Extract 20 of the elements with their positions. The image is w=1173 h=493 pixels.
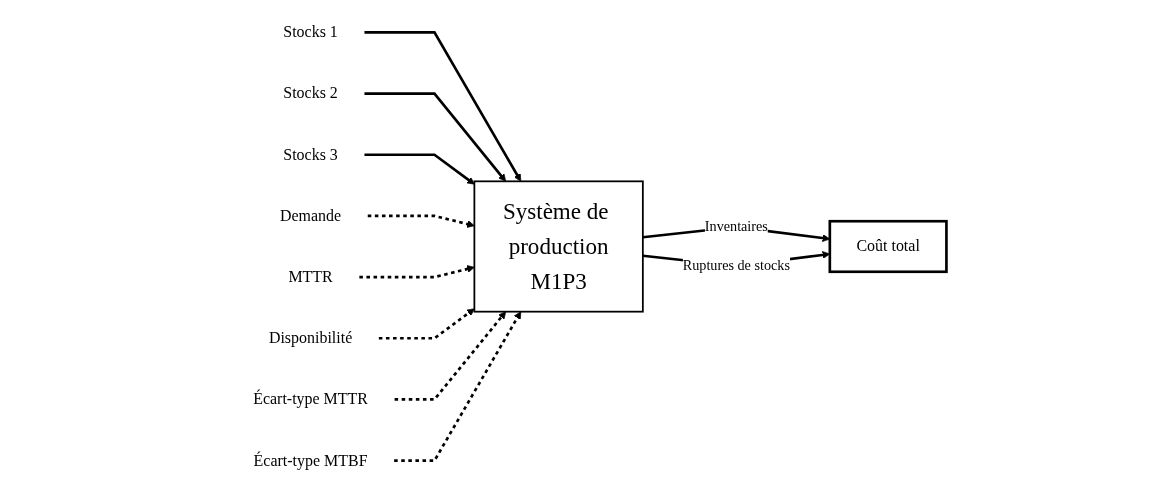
- node-text: Écart-type MTBF: [253, 451, 368, 470]
- node-box: Système de production M1P3: [473, 180, 644, 313]
- arrow: [378, 308, 475, 340]
- node-text: Écart-type MTTR: [253, 390, 368, 408]
- arrow: [394, 311, 522, 462]
- node-text: Stocks 2: [283, 84, 338, 102]
- node-text: Disponibilité: [268, 328, 353, 347]
- node-text: Stocks 1: [283, 23, 338, 41]
- arrow: [367, 214, 475, 228]
- edge-label: Inventaires: [704, 219, 768, 235]
- arrow: [394, 311, 507, 401]
- arrow: [359, 265, 475, 279]
- arrow: [364, 153, 475, 185]
- node-text: Demande: [280, 206, 342, 225]
- node-box: Coût total: [828, 219, 948, 274]
- edge-label: Ruptures de stocks: [682, 258, 790, 274]
- arrow: [364, 92, 507, 182]
- node-text: Stocks 3: [283, 145, 338, 164]
- node-text: MTTR: [288, 267, 333, 286]
- arrow: [364, 31, 522, 182]
